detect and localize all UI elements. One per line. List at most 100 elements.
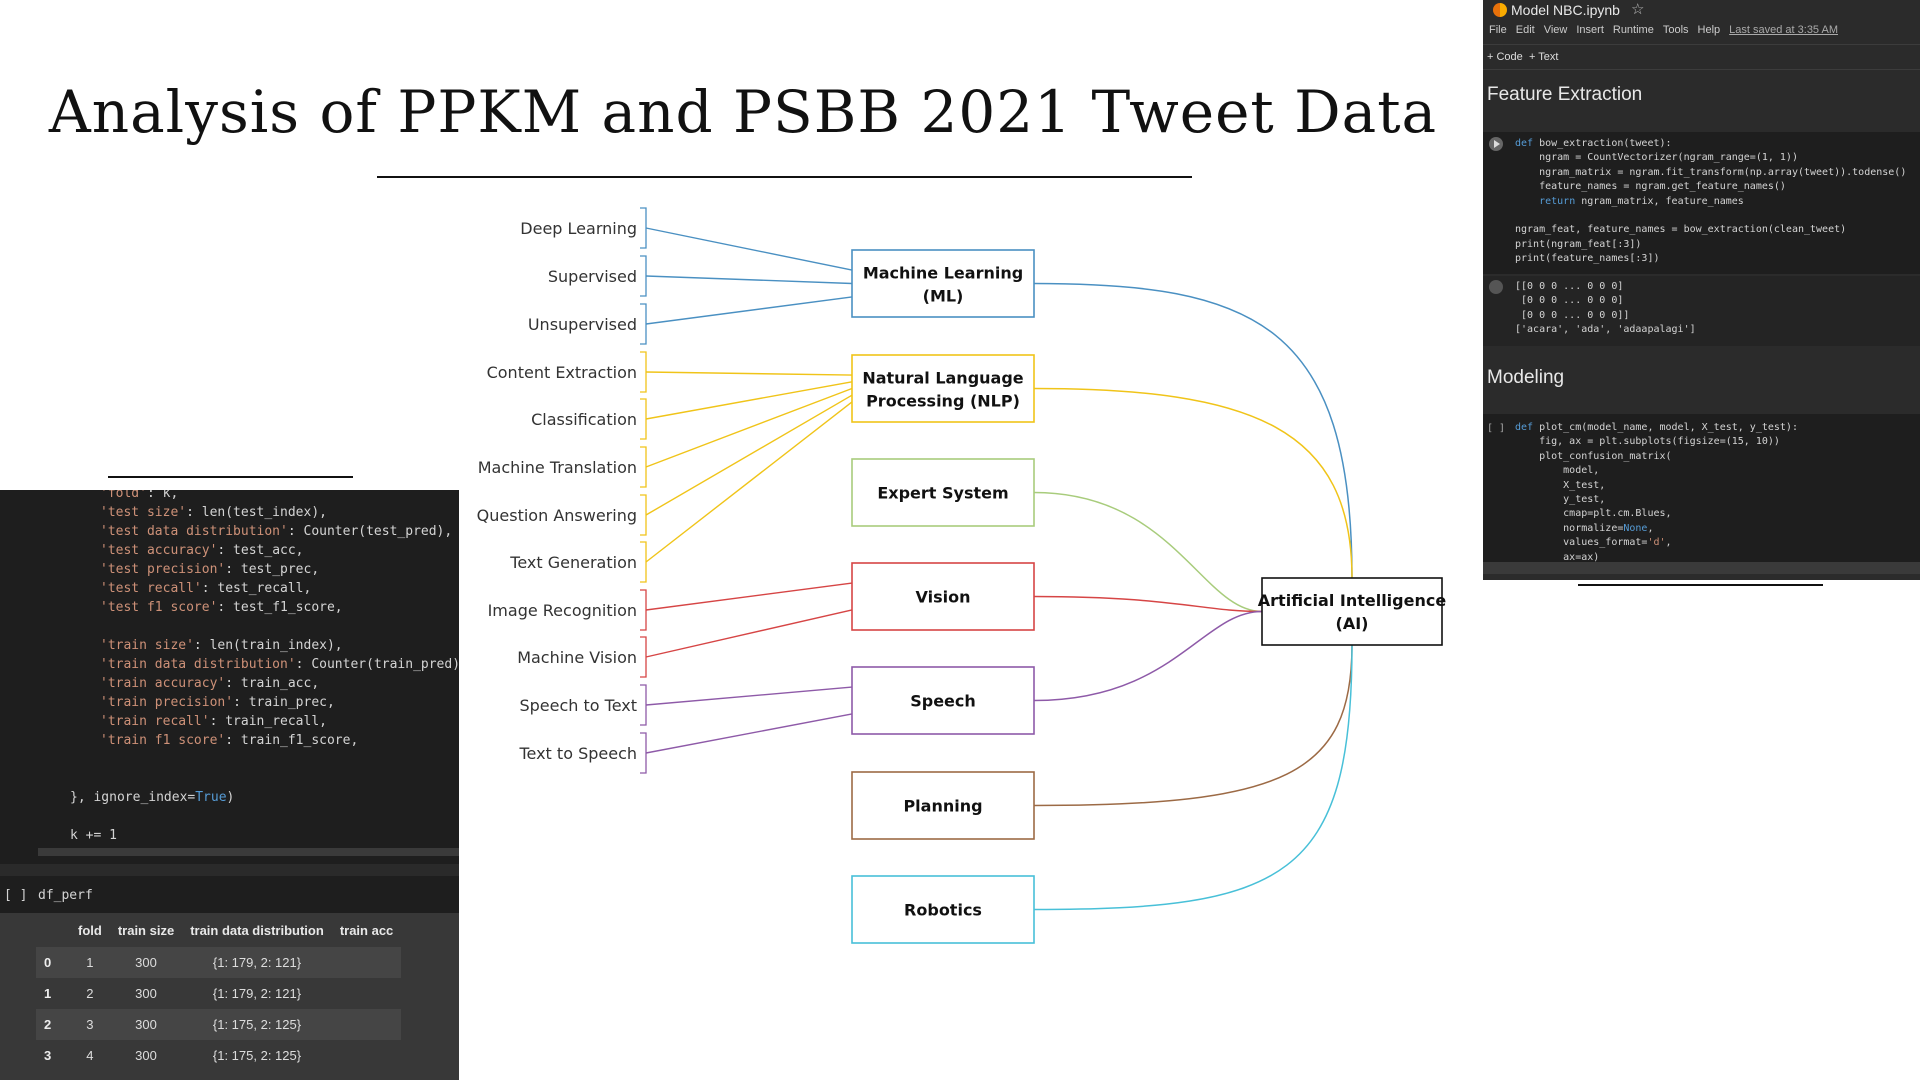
leaf-label: Supervised [548, 267, 637, 286]
add-code-button[interactable]: + Code [1487, 51, 1523, 63]
code-line: 'train recall': train_recall, [100, 714, 327, 729]
code-line: 'test recall': test_recall, [100, 581, 312, 596]
code-line: 'train f1 score': train_f1_score, [100, 733, 359, 748]
table-cell: 3 [70, 1009, 110, 1040]
category-box-machine-learning: Machine Learning(ML) [851, 249, 1035, 318]
menu-item-help[interactable]: Help [1697, 24, 1721, 36]
code-cell-bow[interactable]: def bow_extraction(tweet): ngram = Count… [1483, 132, 1920, 274]
code-line: 'test precision': test_prec, [100, 562, 320, 577]
code-line: print(feature_names[:3]) [1515, 253, 1660, 265]
cell-run-bracket[interactable]: [ ] [1487, 423, 1506, 434]
menu-item-runtime[interactable]: Runtime [1612, 24, 1654, 36]
leaf-label: Classification [531, 410, 637, 429]
code-line: def plot_cm(model_name, model, X_test, y… [1515, 422, 1798, 433]
edge-leaf-to-category [645, 371, 853, 376]
category-box-vision: Vision [851, 562, 1035, 631]
cell-run-bracket[interactable]: [ ] [4, 888, 28, 903]
leaf-bracket [640, 207, 647, 249]
category-label: Natural Language [862, 369, 1023, 388]
notebook-header: Model NBC.ipynb ☆ File Edit View Insert Runt… [1483, 0, 1920, 44]
edge-leaf-to-category [645, 713, 853, 754]
df-perf-cell[interactable]: [ ] df_perf [0, 882, 459, 912]
menu-item-view[interactable]: View [1543, 24, 1568, 36]
code-line: fig, ax = plt.subplots(figsize=(15, 10)) [1515, 436, 1780, 448]
category-box-expert-system: Expert System [851, 458, 1035, 527]
edge-leaf-to-category [645, 686, 853, 706]
menu-bar: File Edit View Insert Runtime Tools Help Last s… [1489, 24, 1847, 36]
horizontal-scrollbar[interactable] [1483, 562, 1920, 574]
category-label: Expert System [877, 484, 1008, 503]
notebook-filename[interactable]: Model NBC.ipynb [1511, 2, 1620, 18]
category-label: Planning [903, 797, 982, 816]
leaf-label: Text Generation [509, 553, 637, 572]
edge-leaf-to-category [645, 387, 853, 468]
horizontal-scrollbar[interactable] [38, 848, 459, 856]
last-saved-link[interactable]: Last saved at 3:35 AM [1729, 24, 1839, 36]
edge-leaf-to-category [645, 401, 853, 563]
code-line: 'train size': len(train_index), [100, 638, 343, 653]
code-line: X_test, [1515, 479, 1606, 491]
add-text-button[interactable]: + Text [1529, 51, 1559, 63]
edge-leaf-to-category [645, 227, 853, 271]
leaf-bracket [640, 398, 647, 440]
category-label: Robotics [904, 901, 982, 920]
output-icon [1489, 280, 1503, 294]
code-screenshot-left: 'fold': k,'test size': len(test_index),'… [0, 490, 459, 1080]
leaf-bracket [640, 446, 647, 488]
slide-title: Analysis of PPKM and PSBB 2021 Tweet Dat… [48, 78, 1438, 146]
leaf-bracket [640, 541, 647, 583]
star-icon[interactable]: ☆ [1631, 1, 1645, 18]
table-cell: {1: 175, 2: 125} [212, 1048, 302, 1063]
menu-item-tools[interactable]: Tools [1662, 24, 1689, 36]
leaf-bracket [640, 255, 647, 297]
edge-category-to-root [1033, 387, 1353, 579]
code-line: 'test f1 score': test_f1_score, [100, 600, 343, 615]
code-line: [0 0 0 ... 0 0 0] [1515, 295, 1624, 307]
notebook-toolbar: + Code + Text [1483, 44, 1920, 70]
edge-leaf-to-category [645, 296, 853, 325]
category-label: Vision [916, 588, 971, 607]
edge-leaf-to-category [645, 582, 853, 611]
edge-category-to-root [1033, 282, 1353, 579]
colab-logo-icon [1493, 3, 1507, 17]
run-cell-icon[interactable] [1489, 137, 1503, 151]
code-line: return ngram_matrix, feature_names [1539, 195, 1744, 207]
root-label: (AI) [1336, 614, 1369, 633]
code-line: feature_names = ngram.get_feature_names(… [1515, 181, 1786, 193]
table-cell: 2 [86, 986, 94, 1001]
menu-item-insert[interactable]: Insert [1576, 24, 1604, 36]
code-line: y_test, [1515, 493, 1606, 505]
code-block: 'fold': k,'test size': len(test_index),'… [0, 490, 459, 845]
table-cell: 0 [36, 947, 70, 978]
category-label: Speech [910, 692, 976, 711]
table-cell: {1: 179, 2: 121} [182, 947, 332, 978]
code-cell-plot-cm[interactable]: [ ] def plot_cm(model_name, model, X_tes… [1483, 414, 1920, 563]
edge-category-to-root [1033, 491, 1263, 613]
code-line: 'train precision': train_prec, [100, 695, 335, 710]
leaf-label: Deep Learning [520, 219, 637, 238]
code-line: }, ignore_index=True) [70, 790, 235, 805]
edge-category-to-root [1033, 595, 1263, 613]
table-cell: 1 [44, 986, 52, 1001]
edge-category-to-root [1033, 644, 1353, 807]
cell-output-bow: [[0 0 0 ... 0 0 0] [0 0 0 ... 0 0 0] [0 … [1483, 276, 1920, 346]
code-line: def bow_extraction(tweet): [1515, 138, 1672, 149]
edge-category-to-root [1033, 610, 1263, 702]
code-line: k += 1 [70, 828, 117, 843]
edge-leaf-to-category [645, 609, 853, 658]
leaf-label: Content Extraction [487, 363, 637, 382]
notebook-screenshot-right: Model NBC.ipynb ☆ File Edit View Insert Runt… [1483, 0, 1920, 580]
menu-item-edit[interactable]: Edit [1515, 24, 1535, 36]
category-label: Machine Learning [863, 264, 1023, 283]
code-line: model, [1515, 465, 1600, 477]
code-line: ngram = CountVectorizer(ngram_range=(1, … [1515, 152, 1798, 164]
menu-item-file[interactable]: File [1489, 24, 1507, 36]
leaf-label: Text to Speech [518, 744, 637, 763]
code-line: 'train accuracy': train_acc, [100, 676, 320, 691]
leaf-label: Machine Vision [517, 648, 637, 667]
table-cell [331, 1009, 402, 1040]
